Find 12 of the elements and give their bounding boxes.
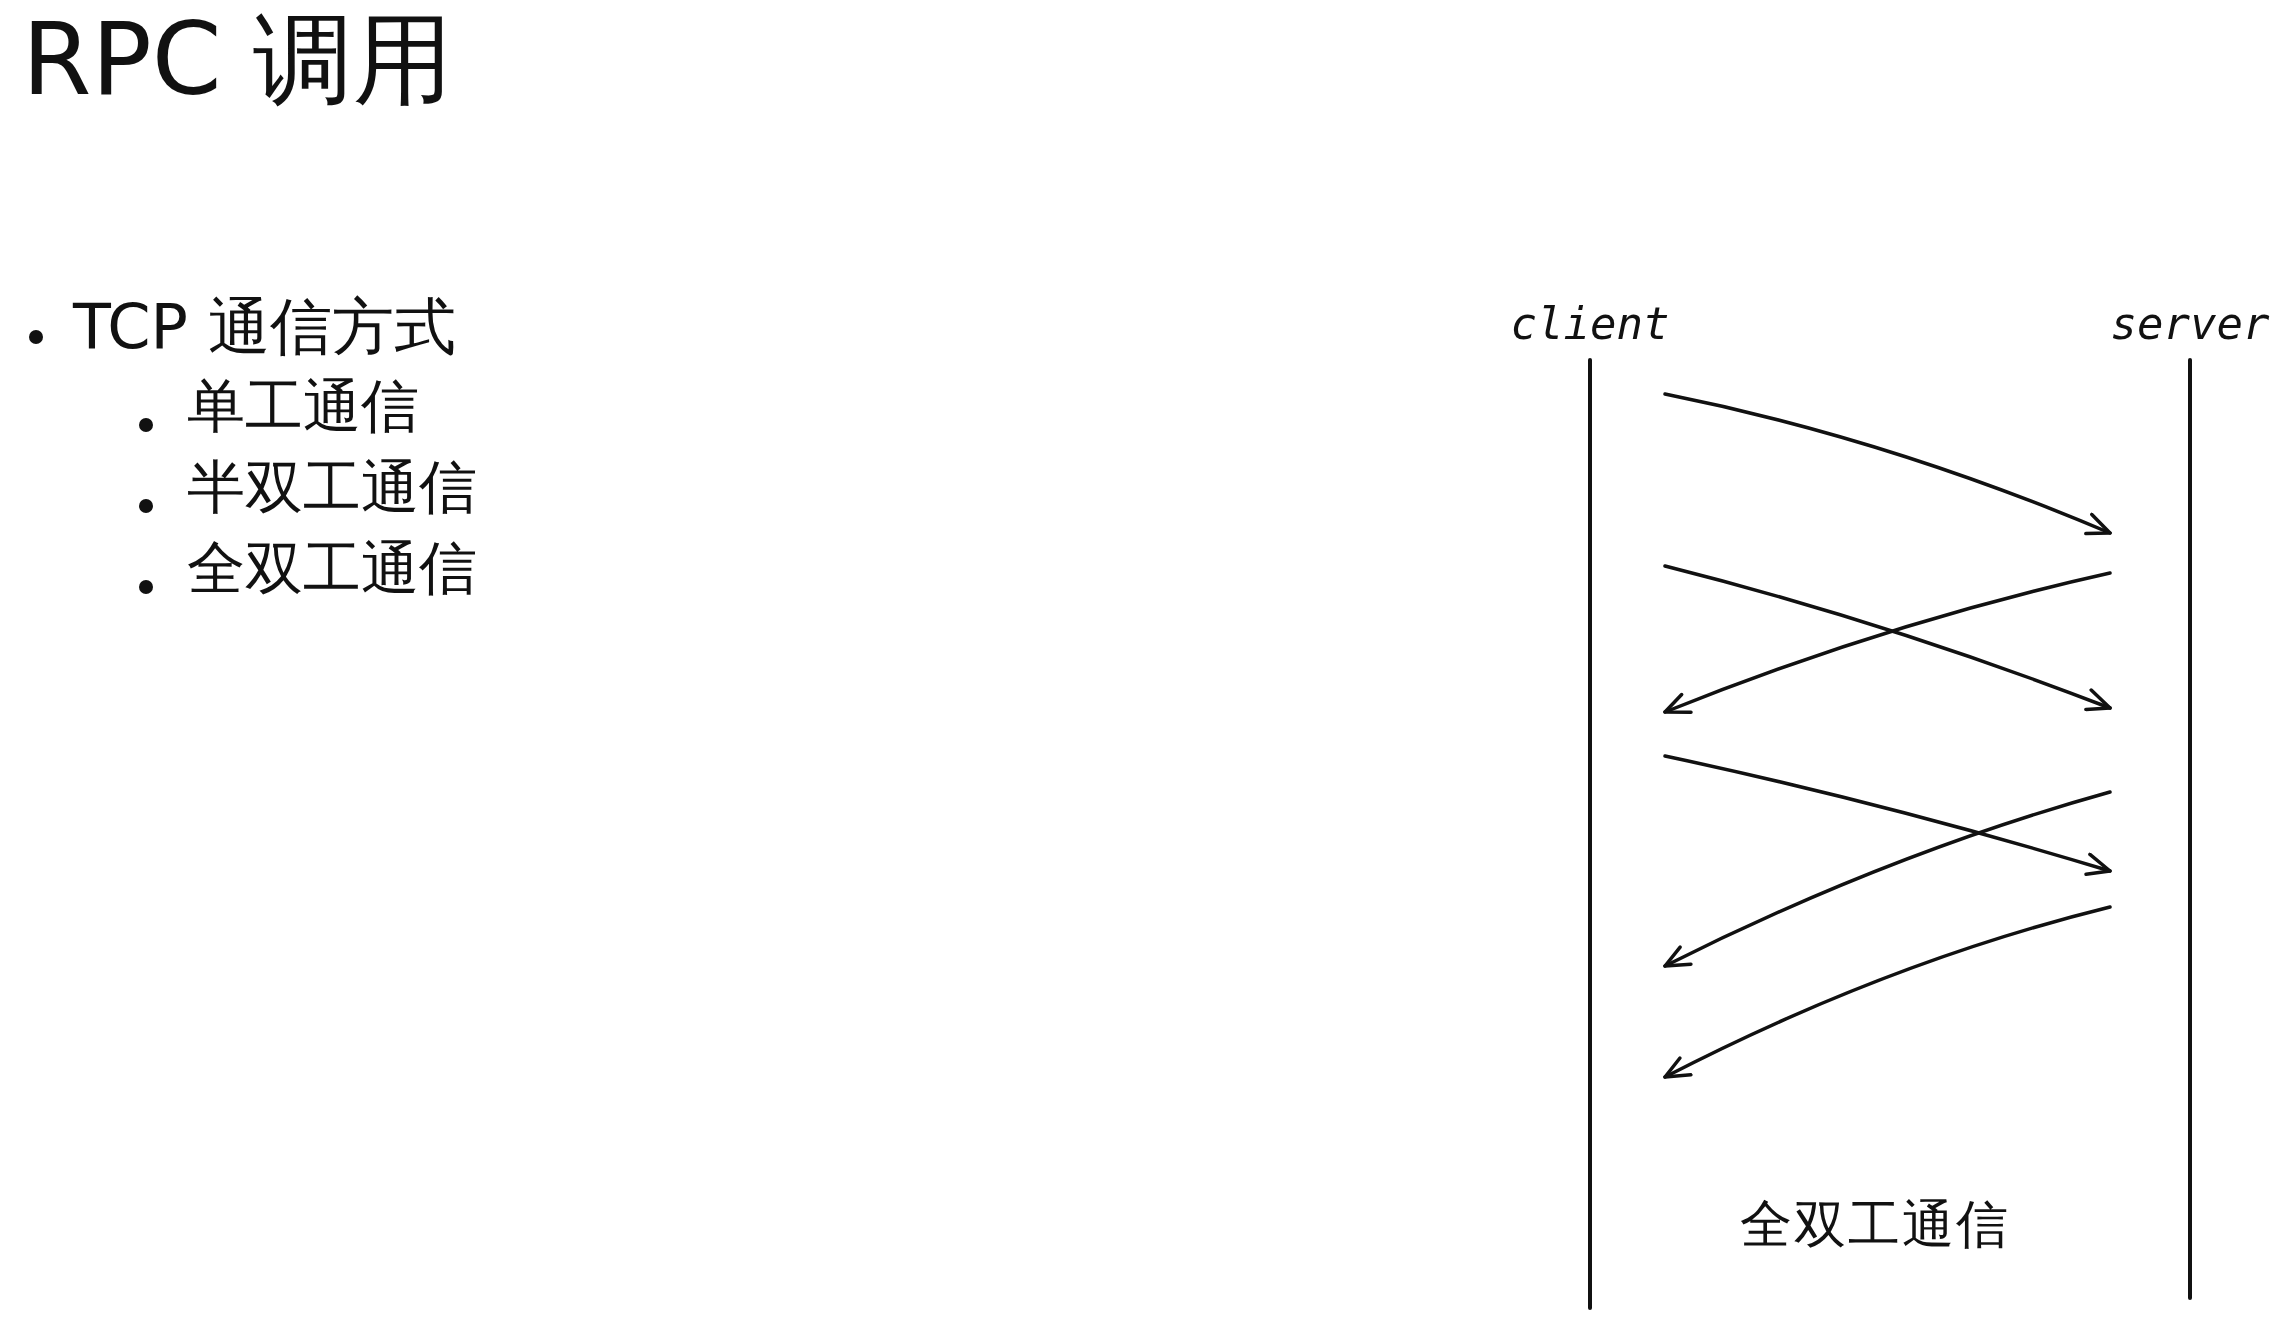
lifeline-label: client [1510, 300, 1670, 349]
arrow [1663, 905, 2112, 1079]
lifeline-label: server [2110, 300, 2270, 349]
arrow [1663, 392, 2112, 536]
bullet-text: TCP 通信方式 [73, 290, 456, 365]
diagram-caption: 全双工通信 [1740, 1193, 2010, 1256]
bullet-text: 单工通信 [187, 372, 419, 442]
arrow [1663, 790, 2112, 968]
bullet-text: 半双工通信 [187, 453, 477, 523]
slide-title: RPC 调用 [22, 0, 454, 120]
bullet-text: 全双工通信 [187, 534, 477, 604]
arrow [1663, 754, 2112, 876]
